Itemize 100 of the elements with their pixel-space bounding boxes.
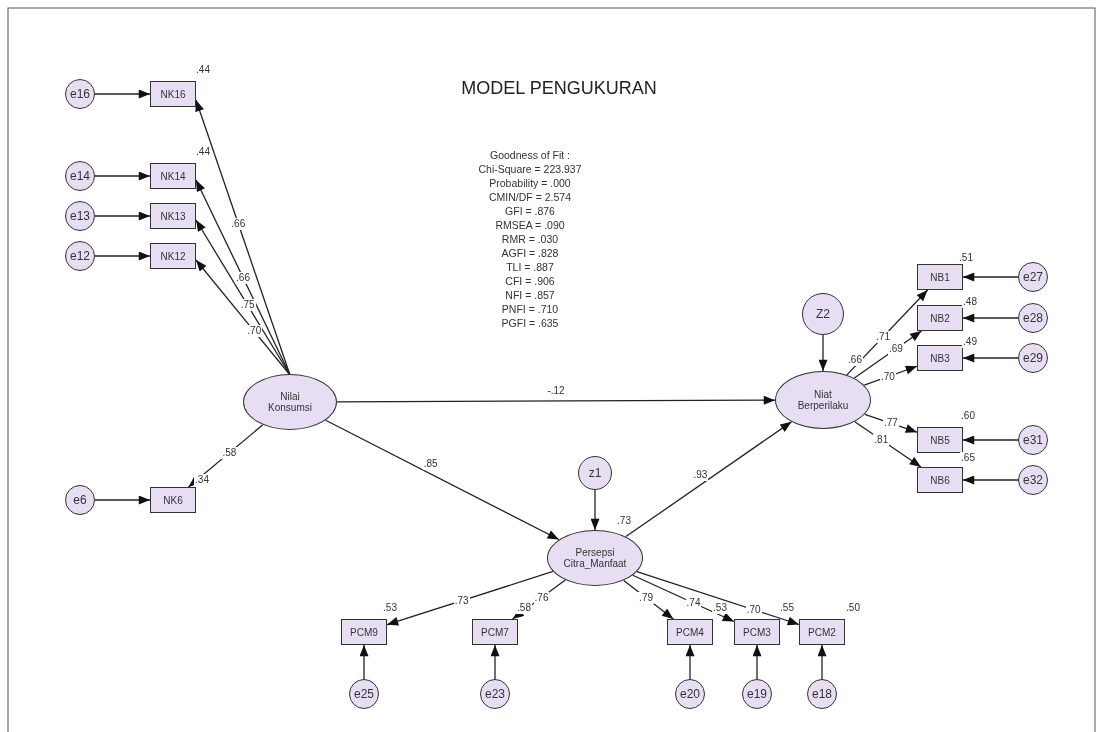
fit-statistic: RMSEA = .090 — [495, 218, 565, 232]
variable-name: Persepsi Citra_Manfaat — [563, 546, 627, 570]
fit-statistic: Chi-Square = 223.937 — [478, 162, 582, 176]
variable-name: e19 — [747, 687, 767, 701]
path-coefficient: .71 — [875, 330, 892, 343]
arrow — [632, 574, 735, 623]
arrow — [853, 330, 923, 379]
variable-name: NK14 — [160, 170, 186, 182]
variable-name: NK13 — [160, 210, 186, 222]
variable-name: e14 — [70, 169, 90, 183]
arrow — [195, 179, 291, 376]
indicator-box — [667, 619, 713, 645]
error-circle — [1018, 343, 1048, 373]
indicator-box — [150, 203, 196, 229]
arrow — [490, 644, 500, 680]
error-circle — [675, 679, 705, 709]
indicator-box — [472, 619, 518, 645]
error-circle — [1018, 425, 1048, 455]
arrow — [590, 489, 600, 531]
variable-name: e20 — [680, 687, 700, 701]
fit-statistic: Goodness of Fit : — [490, 148, 570, 162]
arrow — [94, 495, 151, 505]
path-coefficient: .70 — [246, 325, 263, 338]
error-circle — [807, 679, 837, 709]
arrow — [864, 413, 918, 433]
indicator-box — [341, 619, 387, 645]
arrow — [854, 421, 922, 468]
fit-statistic: TLI = .887 — [506, 260, 554, 274]
arrow — [195, 259, 291, 376]
variable-name: e28 — [1023, 311, 1043, 325]
variable-name: Niat Berperilaku — [797, 388, 849, 412]
arrow — [846, 289, 929, 376]
variable-name: z1 — [588, 466, 602, 480]
latent-variable-ellipse — [243, 374, 337, 430]
arrow — [386, 570, 554, 626]
error-circle — [1018, 465, 1048, 495]
path-coefficient: .58 — [221, 446, 238, 459]
variable-name: e32 — [1023, 473, 1043, 487]
r-squared-value: .66 — [847, 354, 863, 366]
variable-name: PCM9 — [350, 626, 378, 638]
variable-name: PCM3 — [743, 626, 771, 638]
arrow — [962, 353, 1019, 363]
fit-statistic: PGFI = .635 — [501, 316, 559, 330]
variable-name: NK12 — [160, 250, 186, 262]
arrow — [623, 579, 674, 620]
path-coefficient: .76 — [533, 591, 550, 604]
arrow — [94, 251, 151, 261]
error-circle — [802, 293, 844, 335]
arrow — [94, 89, 151, 99]
variable-name: PCM4 — [676, 626, 704, 638]
indicator-box — [150, 487, 196, 513]
r-squared-value: .34 — [194, 474, 210, 486]
fit-statistic: CMIN/DF = 2.574 — [489, 190, 571, 204]
path-coefficient: .75 — [239, 299, 256, 312]
path-coefficient: .85 — [422, 457, 439, 470]
fit-statistic: GFI = .876 — [505, 204, 555, 218]
path-coefficient: .66 — [230, 217, 247, 230]
arrow — [359, 644, 369, 680]
arrow — [187, 424, 264, 488]
arrow — [325, 419, 560, 541]
indicator-box — [150, 163, 196, 189]
r-squared-value: .44 — [195, 64, 211, 76]
variable-name: NB5 — [930, 434, 950, 446]
variable-name: NB1 — [930, 271, 950, 283]
arrow — [817, 644, 827, 680]
r-squared-value: .49 — [962, 336, 978, 348]
arrow — [94, 171, 151, 181]
indicator-box — [799, 619, 845, 645]
r-squared-value: .55 — [779, 602, 795, 614]
fit-statistic: NFI = .857 — [505, 288, 555, 302]
arrow — [752, 644, 762, 680]
path-coefficient: .79 — [638, 591, 654, 604]
error-circle — [349, 679, 379, 709]
error-circle — [65, 79, 95, 109]
r-squared-value: .53 — [382, 602, 398, 614]
path-coefficient: .66 — [235, 271, 251, 284]
variable-name: NK16 — [160, 88, 186, 100]
indicator-box — [150, 81, 196, 107]
path-coefficient: .93 — [692, 468, 709, 481]
diagram-title: MODEL PENGUKURAN — [461, 77, 657, 99]
error-circle — [742, 679, 772, 709]
arrow — [94, 211, 151, 221]
indicator-box — [150, 243, 196, 269]
path-coefficient: .69 — [888, 342, 904, 355]
r-squared-value: .50 — [845, 602, 861, 614]
path-coefficient: .77 — [882, 417, 899, 430]
arrow — [962, 475, 1019, 485]
variable-name: NK6 — [163, 494, 183, 506]
variable-name: e27 — [1023, 270, 1043, 284]
error-circle — [1018, 262, 1048, 292]
variable-name: e12 — [70, 249, 90, 263]
r-squared-value: .51 — [958, 252, 974, 264]
arrow — [625, 421, 793, 538]
r-squared-value: .58 — [516, 602, 532, 614]
error-circle — [65, 201, 95, 231]
variable-name: Z2 — [816, 307, 830, 321]
path-coefficient: .70 — [745, 603, 762, 616]
indicator-box — [917, 345, 963, 371]
r-squared-value: .73 — [616, 515, 632, 527]
variable-name: NB6 — [930, 474, 950, 486]
